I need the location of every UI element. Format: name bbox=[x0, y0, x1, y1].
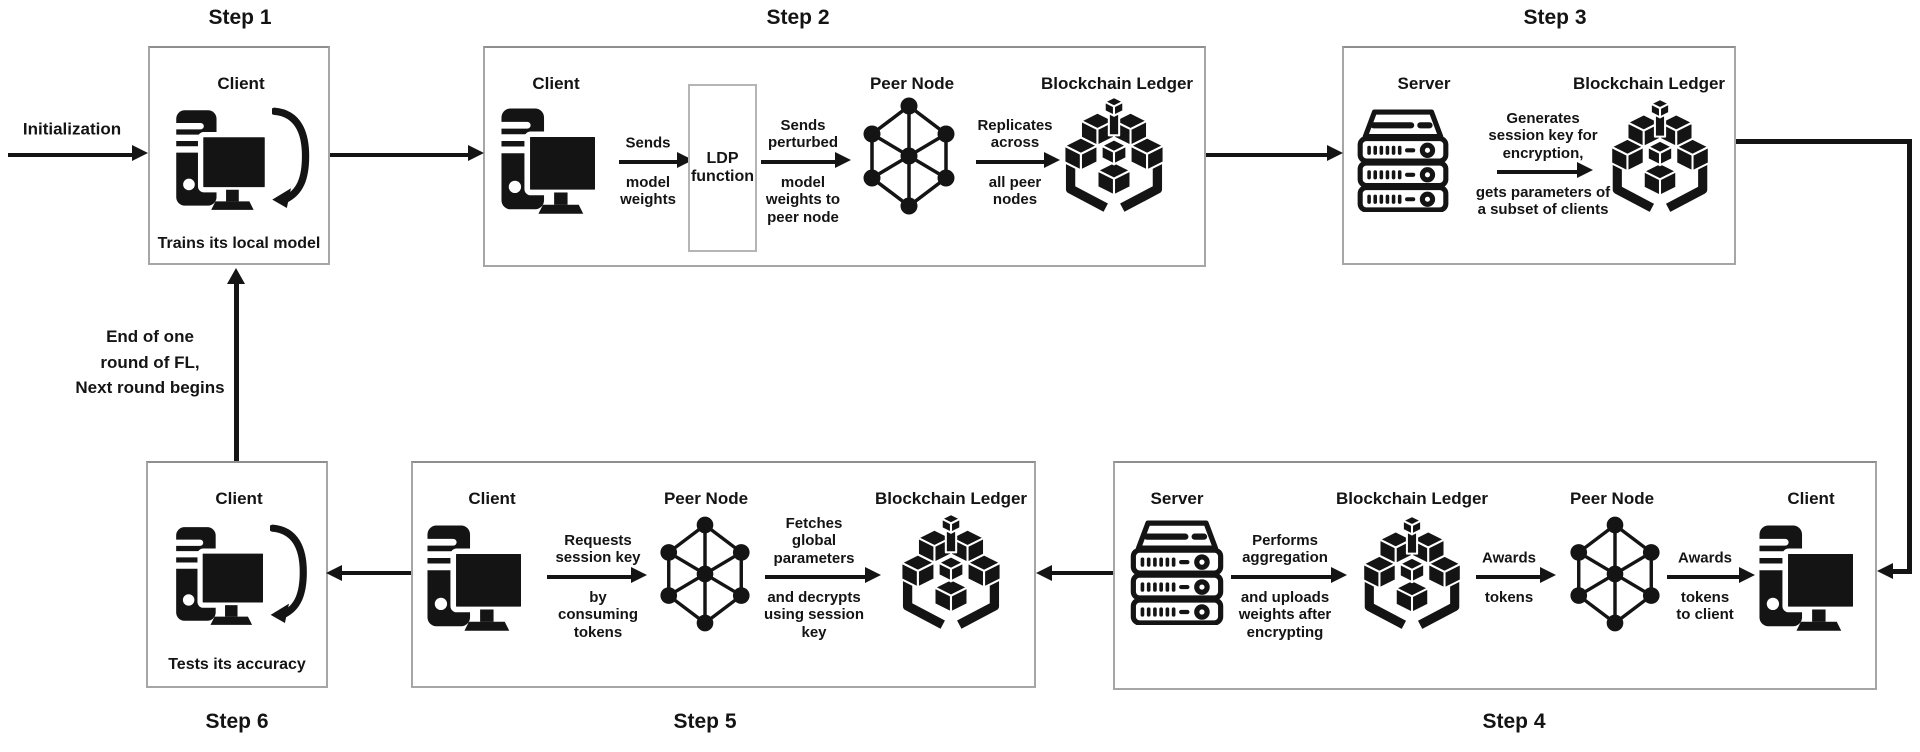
step3-server-label: Server bbox=[1397, 74, 1451, 93]
step2-to-step3-arrowhead bbox=[1327, 145, 1343, 161]
step1-title: Step 1 bbox=[208, 6, 272, 29]
perturbed-weights-arrowhead bbox=[835, 152, 851, 168]
client-computer-icon bbox=[172, 108, 278, 210]
generates-key-arrow-line bbox=[1497, 170, 1577, 174]
step4-to-step5-arrowhead bbox=[1036, 565, 1052, 581]
retrain-loop-arrow-icon bbox=[272, 104, 310, 208]
awards-tokens-label-bottom: tokens bbox=[1484, 589, 1534, 606]
step1-caption: Trains its local model bbox=[157, 235, 321, 252]
step6-panel: Client Tests its accuracy bbox=[146, 461, 328, 688]
replicates-label-bottom: all peer nodes bbox=[988, 174, 1042, 209]
step4-peer-node-label: Peer Node bbox=[1569, 489, 1655, 508]
client-computer-icon bbox=[1755, 523, 1867, 631]
fetches-params-label-bottom: and decrypts using session key bbox=[763, 589, 865, 641]
step4-title: Step 4 bbox=[1482, 710, 1546, 733]
step3-to-step4-route-vertical bbox=[1907, 139, 1912, 569]
awards-client-label-bottom: tokens to client bbox=[1676, 589, 1734, 624]
aggregation-label-top: Performs aggregation bbox=[1242, 532, 1328, 567]
step5-panel: Client Requests session key by consuming… bbox=[411, 461, 1036, 688]
step6-title: Step 6 bbox=[205, 710, 269, 733]
initialization-label: Initialization bbox=[22, 119, 122, 139]
step1-to-step2-arrow-line bbox=[330, 153, 468, 157]
generates-key-label-bottom: gets parameters of a subset of clients bbox=[1475, 184, 1611, 219]
step4-panel: Server Performs aggregation and uploads … bbox=[1113, 461, 1877, 690]
step2-title: Step 2 bbox=[766, 6, 830, 29]
sends-weights-label-bottom: model weights bbox=[620, 174, 676, 209]
step3-blockchain-ledger-label: Blockchain Ledger bbox=[1572, 74, 1726, 93]
initialization-arrow-line bbox=[8, 153, 132, 157]
replicates-label-top: Replicates across bbox=[977, 117, 1053, 152]
aggregation-label-bottom: and uploads weights after encrypting bbox=[1238, 589, 1332, 641]
requests-key-label-bottom: by consuming tokens bbox=[557, 589, 639, 641]
step2-panel: Client Sends model weights LDP function … bbox=[483, 46, 1206, 267]
step5-to-step6-arrowhead bbox=[326, 565, 342, 581]
client-computer-icon bbox=[423, 523, 535, 631]
awards-client-arrowhead bbox=[1739, 567, 1755, 583]
replicates-arrow-line bbox=[976, 160, 1044, 164]
step4-blockchain-ledger-label: Blockchain Ledger bbox=[1335, 489, 1489, 508]
step2-blockchain-ledger-label: Blockchain Ledger bbox=[1040, 74, 1194, 93]
peer-node-network-icon bbox=[658, 515, 752, 633]
step4-client-label: Client bbox=[1787, 489, 1835, 508]
blockchain-ledger-icon bbox=[893, 511, 1009, 635]
server-rack-icon bbox=[1125, 519, 1229, 625]
step6-to-step1-arrow-line bbox=[234, 284, 239, 461]
aggregation-arrow-line bbox=[1231, 575, 1331, 579]
client-computer-icon bbox=[497, 106, 609, 214]
blockchain-ledger-icon bbox=[1355, 513, 1469, 635]
peer-node-network-icon bbox=[861, 96, 957, 216]
step2-to-step3-arrow-line bbox=[1206, 153, 1327, 157]
awards-tokens-arrow-line bbox=[1476, 575, 1540, 579]
retrain-loop-arrow-icon bbox=[270, 521, 308, 623]
fetches-params-arrowhead bbox=[865, 567, 881, 583]
step3-to-step4-arrow-line bbox=[1893, 569, 1912, 574]
requests-key-arrow-line bbox=[547, 575, 631, 579]
awards-client-label-top: Awards bbox=[1678, 549, 1732, 567]
step5-title: Step 5 bbox=[673, 710, 737, 733]
ldp-function-label: LDP function bbox=[690, 150, 755, 185]
step1-client-label: Client bbox=[217, 74, 265, 93]
step6-caption: Tests its accuracy bbox=[168, 656, 306, 673]
blockchain-ledger-icon bbox=[1602, 96, 1718, 218]
replicates-arrowhead bbox=[1044, 152, 1060, 168]
perturbed-weights-label-top: Sends perturbed bbox=[767, 117, 839, 152]
step3-title: Step 3 bbox=[1523, 6, 1587, 29]
step2-peer-node-label: Peer Node bbox=[869, 74, 955, 93]
step4-server-label: Server bbox=[1150, 489, 1204, 508]
step3-to-step4-arrowhead bbox=[1877, 563, 1893, 579]
step2-client-label: Client bbox=[532, 74, 580, 93]
requests-key-arrowhead bbox=[631, 567, 647, 583]
awards-tokens-arrowhead bbox=[1540, 567, 1556, 583]
requests-key-label-top: Requests session key bbox=[555, 532, 641, 567]
blockchain-ledger-icon bbox=[1057, 94, 1171, 218]
step1-panel: Client Trains its local model bbox=[148, 46, 330, 265]
awards-client-arrow-line bbox=[1667, 575, 1739, 579]
perturbed-weights-label-bottom: model weights to peer node bbox=[765, 174, 841, 226]
step1-to-step2-arrowhead bbox=[468, 145, 484, 161]
step5-client-label: Client bbox=[468, 489, 516, 508]
sends-weights-arrow-line bbox=[619, 160, 677, 164]
fetches-params-label-top: Fetches global parameters bbox=[773, 514, 855, 567]
ldp-function-box: LDP function bbox=[688, 84, 757, 252]
step4-to-step5-arrow-line bbox=[1052, 571, 1113, 575]
fetches-params-arrow-line bbox=[765, 575, 865, 579]
step5-peer-node-label: Peer Node bbox=[663, 489, 749, 508]
aggregation-arrowhead bbox=[1331, 567, 1347, 583]
initialization-arrowhead bbox=[132, 145, 148, 161]
server-rack-icon bbox=[1352, 108, 1454, 212]
step6-to-step1-arrowhead bbox=[227, 268, 245, 284]
step3-panel: Server Generates session key for encrypt… bbox=[1342, 46, 1736, 265]
peer-node-network-icon bbox=[1568, 515, 1662, 633]
step5-to-step6-arrow-line bbox=[342, 571, 411, 575]
awards-tokens-label-top: Awards bbox=[1482, 549, 1536, 567]
client-computer-icon bbox=[172, 525, 276, 625]
generates-key-label-top: Generates session key for encryption, bbox=[1488, 109, 1598, 162]
generates-key-arrowhead bbox=[1577, 162, 1593, 178]
end-of-round-label: End of one round of FL, Next round begin… bbox=[75, 327, 225, 397]
step3-to-step4-route-horizontal bbox=[1736, 139, 1912, 144]
step6-client-label: Client bbox=[215, 489, 263, 508]
perturbed-weights-arrow-line bbox=[761, 160, 835, 164]
sends-weights-label-top: Sends bbox=[625, 134, 671, 152]
step5-blockchain-ledger-label: Blockchain Ledger bbox=[874, 489, 1028, 508]
